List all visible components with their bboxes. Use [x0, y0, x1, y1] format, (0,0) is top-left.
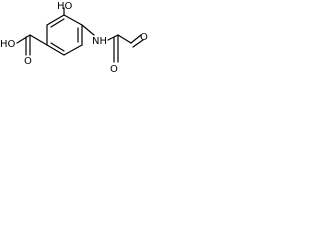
carboxyl-c-bond — [29, 34, 48, 46]
amide-c-bond — [107, 34, 119, 41]
benzene-ring — [46, 14, 83, 56]
ring-bond-5 — [46, 44, 65, 56]
aldehyde-o-label: O — [140, 32, 148, 43]
amide-o-label: O — [110, 64, 118, 75]
aldehyde-co-bond-1 — [130, 34, 142, 44]
amide-nh-label: NH — [92, 36, 107, 47]
carboxyl-oh-bond — [16, 34, 31, 44]
chemical-structure: HO HO O NH O O — [0, 1, 148, 75]
hydroxyl-label: HO — [57, 1, 73, 12]
carboxyl-o-label: O — [24, 56, 32, 67]
ring-bond-2 — [63, 14, 83, 26]
ring-double-bond-1 — [50, 18, 65, 28]
nh-bond — [81, 24, 95, 36]
ring-double-bond-3 — [50, 42, 65, 52]
carboxyl-oh-label: HO — [0, 39, 16, 50]
ring-bond-1 — [46, 14, 65, 26]
aldehyde-co-bond-2 — [132, 39, 144, 48]
aldehyde-c-bond — [117, 34, 132, 44]
ring-bond-4 — [63, 44, 83, 56]
